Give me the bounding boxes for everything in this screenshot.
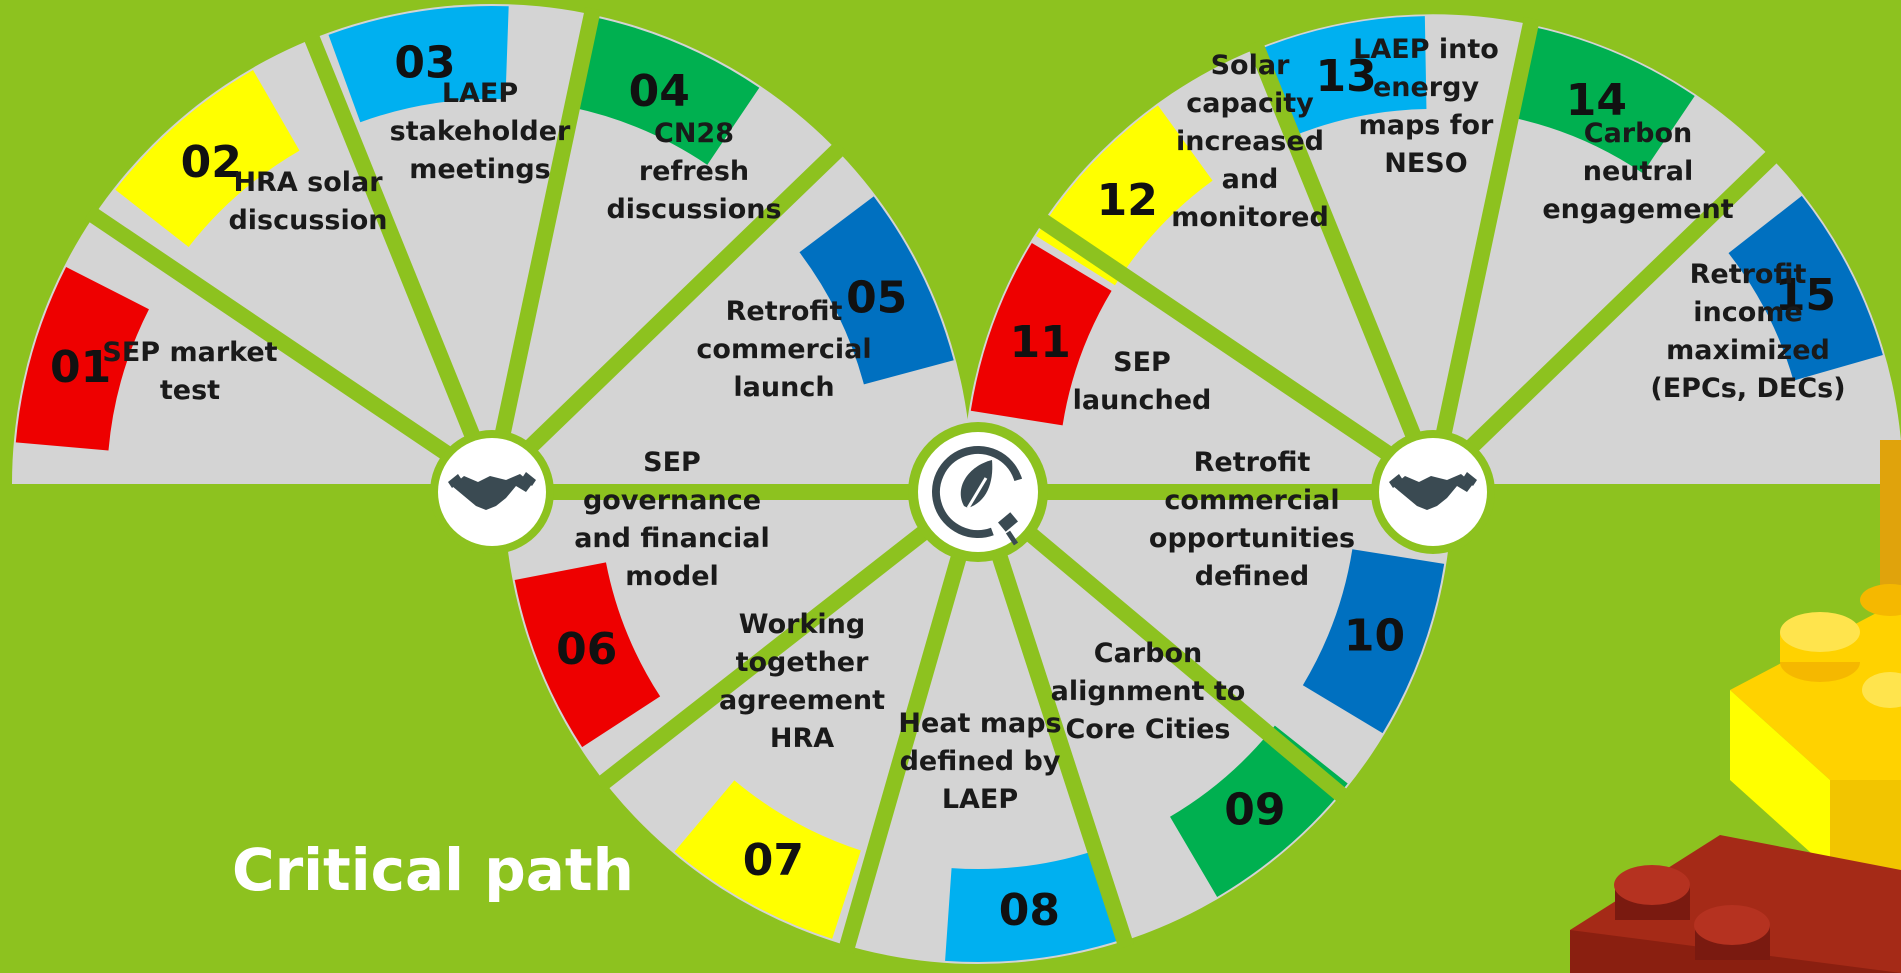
step-number-10: 10 — [1344, 610, 1405, 661]
hub-right — [1371, 430, 1495, 554]
step-badge-01 — [15, 266, 149, 451]
handshake-icon — [448, 472, 536, 510]
step-badge-06 — [514, 562, 661, 748]
segment-divider — [302, 30, 500, 487]
segment-divider — [1427, 147, 1781, 490]
step-badge-10 — [1302, 549, 1445, 734]
step-number-02: 02 — [181, 137, 242, 188]
yellow-brick-stud-top — [1780, 612, 1860, 652]
step-badges — [15, 5, 1883, 962]
step-badge-07 — [674, 780, 861, 939]
step-number-07: 07 — [743, 835, 804, 886]
step-number-06: 06 — [556, 624, 617, 675]
step-badge-02 — [115, 70, 300, 247]
step-number-04: 04 — [629, 66, 690, 117]
hub-center — [908, 422, 1048, 562]
step-badge-11 — [970, 242, 1112, 426]
step-number-12: 12 — [1097, 175, 1158, 226]
step-number-15: 15 — [1775, 270, 1836, 321]
segment-divider — [1425, 16, 1540, 486]
step-number-01: 01 — [50, 342, 111, 393]
segment-divider — [838, 487, 986, 954]
red-brick-stud-top — [1614, 865, 1690, 905]
segment-divider — [1247, 39, 1441, 487]
step-number-05: 05 — [846, 272, 907, 323]
step-number-09: 09 — [1224, 784, 1285, 835]
handshake-icon — [1389, 472, 1477, 510]
hub-left — [430, 430, 554, 554]
segment-divider — [84, 205, 497, 491]
step-badge-08 — [945, 850, 1124, 962]
segment-divider — [970, 487, 1134, 949]
red-brick-stud-top-2 — [1694, 905, 1770, 945]
yellow-brick-stud-3 — [1860, 584, 1901, 616]
step-number-13: 13 — [1315, 51, 1376, 102]
yellow-brick-side — [1730, 690, 1830, 870]
step-badge-15 — [1728, 195, 1883, 381]
step-number-14: 14 — [1566, 75, 1627, 126]
segment-divider — [594, 483, 983, 792]
step-badge-04 — [572, 16, 760, 165]
segment-divider — [972, 483, 1351, 805]
step-number-11: 11 — [1010, 317, 1071, 368]
step-badge-05 — [799, 196, 954, 385]
page-title: Critical path — [232, 836, 634, 904]
step-badge-14 — [1510, 26, 1695, 174]
yellow-brick-stud-top-2 — [1862, 672, 1901, 708]
segment-divider — [484, 6, 601, 486]
segment-divider — [1033, 211, 1438, 491]
step-badge-03 — [328, 5, 509, 123]
red-brick-top — [1570, 835, 1901, 973]
segment-divider — [486, 140, 848, 490]
step-number-08: 08 — [999, 885, 1060, 936]
step-number-03: 03 — [394, 37, 455, 88]
step-badge-13 — [1250, 16, 1427, 139]
lego-bricks-illustration — [1570, 440, 1901, 973]
